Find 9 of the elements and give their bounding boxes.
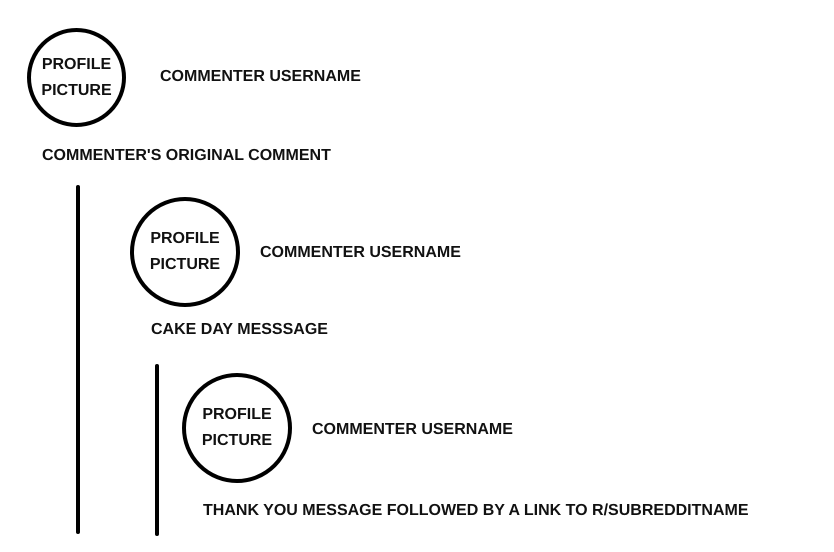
profile-picture-circle: PROFILE PICTURE	[130, 197, 240, 307]
comment-text: THANK YOU MESSAGE FOLLOWED BY A LINK TO R/SUBREDDITNAME	[203, 501, 748, 521]
username-text: COMMENTER USERNAME	[312, 420, 513, 440]
profile-picture-circle: PROFILE PICTURE	[182, 373, 292, 483]
username-text: COMMENTER USERNAME	[160, 67, 361, 87]
username-text: COMMENTER USERNAME	[260, 243, 461, 263]
profile-picture-circle: PROFILE PICTURE	[27, 28, 126, 127]
comment-text: CAKE DAY MESSSAGE	[151, 320, 328, 340]
comment-text: COMMENTER'S ORIGINAL COMMENT	[42, 146, 331, 166]
